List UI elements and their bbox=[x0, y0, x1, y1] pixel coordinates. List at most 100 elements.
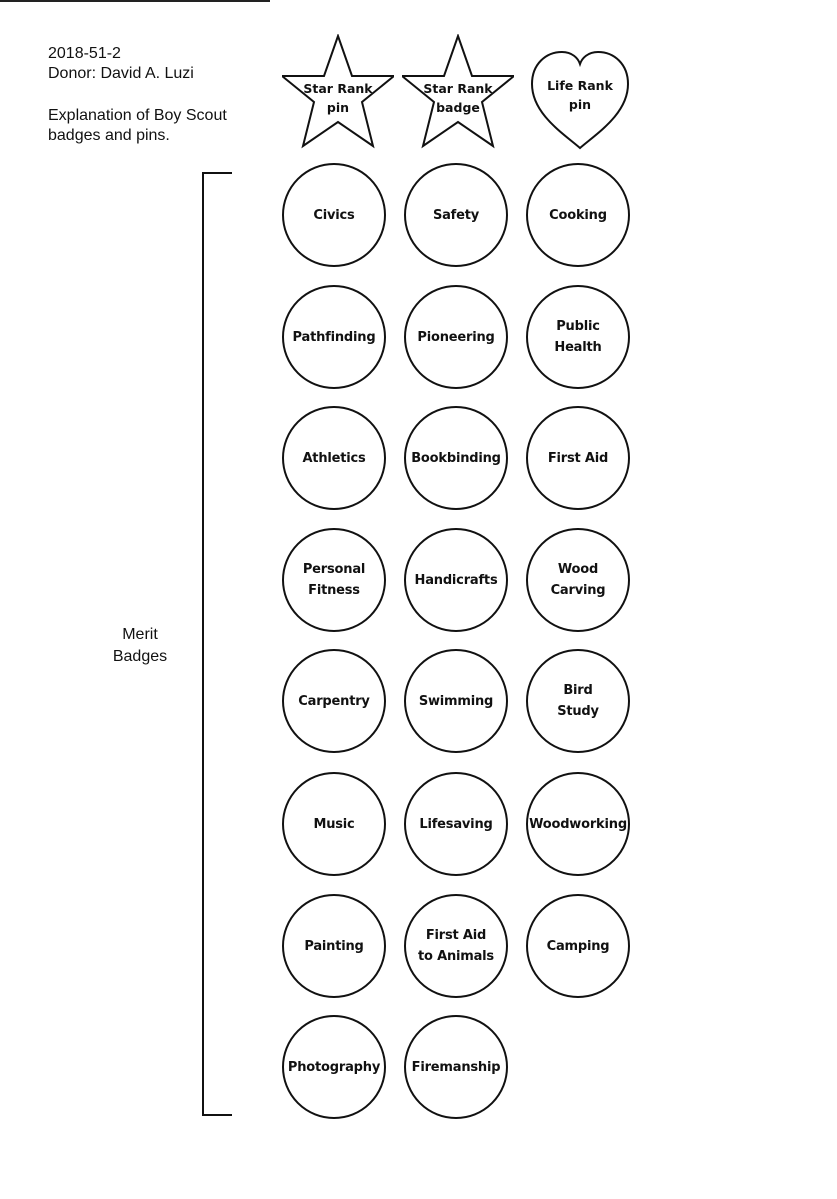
merit-badges-label: Merit Badges bbox=[100, 624, 180, 668]
merit-badge-label: Lifesaving bbox=[419, 814, 492, 835]
merit-badge-label-line: Carpentry bbox=[298, 693, 370, 709]
merit-badge-label-line: Handicrafts bbox=[414, 572, 498, 588]
merit-badge: Athletics bbox=[282, 406, 386, 510]
star-icon bbox=[402, 34, 514, 149]
rank-label-line-1: Life Rank bbox=[547, 78, 613, 93]
merit-badge-label-line: Athletics bbox=[302, 450, 366, 466]
heart-icon bbox=[530, 50, 630, 150]
merit-badge-label-line: Bookbinding bbox=[411, 450, 501, 466]
scan-edge-line bbox=[0, 0, 270, 2]
merit-badge-label-line: Music bbox=[313, 816, 355, 832]
merit-badge: Swimming bbox=[404, 649, 508, 753]
merit-badge: Safety bbox=[404, 163, 508, 267]
merit-badge-label-line: Safety bbox=[432, 207, 480, 223]
merit-badge-label-line: Lifesaving bbox=[419, 816, 493, 832]
merit-badge-label-line: Health bbox=[554, 340, 602, 355]
merit-badge-label-line: First Aid bbox=[425, 928, 487, 943]
merit-badge-label-line: Personal bbox=[302, 562, 366, 577]
merit-badge-label: Woodworking bbox=[529, 814, 627, 835]
merit-label-line-2: Badges bbox=[112, 648, 168, 665]
merit-badge: Music bbox=[282, 772, 386, 876]
merit-badge: First Aid to Animals bbox=[404, 894, 508, 998]
merit-badge: Painting bbox=[282, 894, 386, 998]
merit-badge-label-line: Civics bbox=[313, 207, 355, 223]
merit-badge-label-line: to Animals bbox=[418, 949, 494, 964]
merit-badge-label-line: Study bbox=[557, 704, 599, 719]
merit-badge: Handicrafts bbox=[404, 528, 508, 632]
merit-badge-label-line: Painting bbox=[304, 938, 364, 954]
spacer bbox=[48, 84, 227, 106]
merit-badge: Woodworking bbox=[526, 772, 630, 876]
rank-label-line-2: pin bbox=[326, 100, 350, 115]
merit-label-line-1: Merit bbox=[122, 626, 158, 643]
merit-badge-label-line: First Aid bbox=[547, 450, 609, 466]
merit-badge-label: Music bbox=[313, 814, 354, 835]
rank-label: Life Rank pin bbox=[526, 76, 634, 114]
merit-badge-label: First Aid bbox=[548, 448, 608, 469]
merit-badge-label-line: Woodworking bbox=[529, 816, 627, 832]
rank-star-rank-badge: Star Rank badge bbox=[402, 34, 514, 152]
merit-badge-label-line: Bird bbox=[563, 683, 593, 698]
donor-line: Donor: David A. Luzi bbox=[48, 65, 194, 82]
merit-badge: Camping bbox=[526, 894, 630, 998]
merit-badges-bracket bbox=[202, 172, 232, 1116]
merit-badge-label: Swimming bbox=[418, 691, 494, 712]
merit-badge: Pioneering bbox=[404, 285, 508, 389]
rank-label-line-1: Star Rank bbox=[423, 81, 493, 96]
rank-star-rank-pin: Star Rank pin bbox=[282, 34, 394, 152]
explanation-line-1: Explanation of Boy Scout bbox=[48, 107, 227, 124]
merit-badge: Civics bbox=[282, 163, 386, 267]
explanation-line-2: badges and pins. bbox=[48, 127, 170, 144]
merit-badge-label-line: Photography bbox=[287, 1059, 381, 1075]
merit-badge: Firemanship bbox=[404, 1015, 508, 1119]
merit-badge-label-line: Swimming bbox=[418, 693, 494, 709]
merit-badge-label: Civics bbox=[313, 205, 354, 226]
merit-badge: Bookbinding bbox=[404, 406, 508, 510]
merit-badge-label: Carpentry bbox=[298, 691, 370, 712]
merit-badge-label: Bookbinding bbox=[411, 448, 501, 469]
merit-badge-label-line: Firemanship bbox=[411, 1059, 501, 1075]
merit-badge: Photography bbox=[282, 1015, 386, 1119]
merit-badge-label: Painting bbox=[304, 936, 363, 957]
rank-label-line-2: pin bbox=[568, 97, 592, 112]
merit-badge-label: Pioneering bbox=[417, 327, 494, 348]
merit-badge-label: Handicrafts bbox=[415, 570, 498, 591]
merit-badge-label: Pathfinding bbox=[293, 327, 376, 348]
merit-badge-label: Safety bbox=[433, 205, 479, 226]
accession-number: 2018-51-2 bbox=[48, 45, 121, 62]
merit-badge-label-line: Carving bbox=[550, 583, 606, 598]
merit-badge: Carpentry bbox=[282, 649, 386, 753]
merit-badge-label-line: Public bbox=[556, 319, 600, 334]
star-icon bbox=[282, 34, 394, 149]
rank-label: Star Rank pin bbox=[282, 79, 394, 117]
merit-badge-label-line: Cooking bbox=[549, 207, 607, 223]
merit-badge-label-line: Fitness bbox=[308, 583, 360, 598]
rank-label-line-2: badge bbox=[436, 100, 480, 115]
merit-badge: Cooking bbox=[526, 163, 630, 267]
merit-badge-label-line: Pathfinding bbox=[292, 329, 376, 345]
merit-badge: Pathfinding bbox=[282, 285, 386, 389]
merit-badge-label: Photography bbox=[288, 1057, 380, 1078]
merit-badge-label: Cooking bbox=[549, 205, 607, 226]
rank-life-rank-pin: Life Rank pin bbox=[526, 46, 634, 152]
rank-label: Star Rank badge bbox=[402, 79, 514, 117]
merit-badge-label-line: Wood bbox=[557, 562, 599, 577]
merit-badge: First Aid bbox=[526, 406, 630, 510]
merit-badge-label-line: Pioneering bbox=[417, 329, 495, 345]
merit-badge-label: First Aid to Animals bbox=[418, 925, 494, 967]
rank-label-line-1: Star Rank bbox=[303, 81, 373, 96]
merit-badge: Lifesaving bbox=[404, 772, 508, 876]
document-info: 2018-51-2 Donor: David A. Luzi Explanati… bbox=[48, 44, 227, 146]
merit-badge-label-line: Camping bbox=[546, 938, 610, 954]
merit-badge-label: Firemanship bbox=[412, 1057, 501, 1078]
merit-badge-label: Camping bbox=[547, 936, 610, 957]
merit-badge-label: Athletics bbox=[302, 448, 365, 469]
